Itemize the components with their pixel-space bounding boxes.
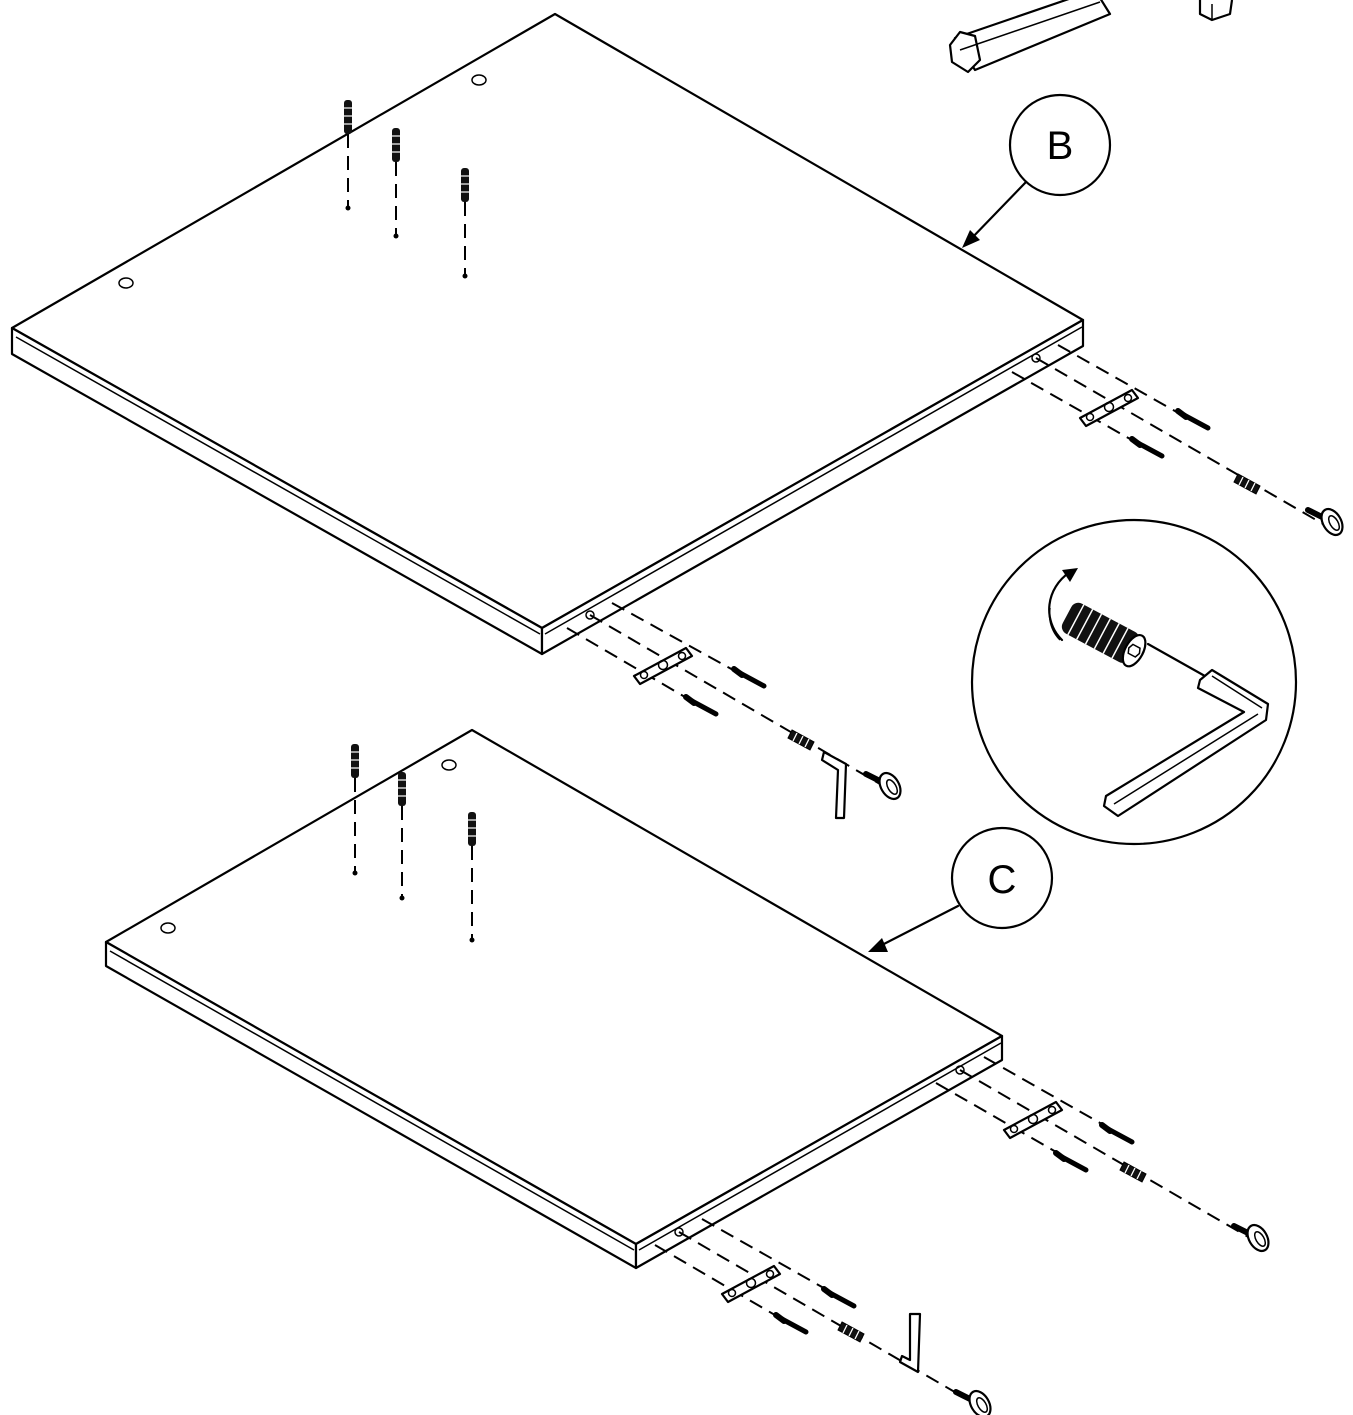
hardware-b-right <box>1011 344 1347 539</box>
hardware-b-front <box>566 602 905 820</box>
callout-b-label: B <box>1047 124 1074 168</box>
callout-c: C <box>868 826 1054 952</box>
hardware-c-front <box>654 1218 995 1415</box>
hardware-c-right <box>935 1056 1273 1255</box>
panel-b <box>10 12 1085 656</box>
cam-lock-detail <box>970 518 1298 846</box>
panel-c <box>104 728 1004 1270</box>
dowels-c <box>350 743 477 943</box>
callout-c-label: C <box>988 858 1017 902</box>
dowels-b <box>343 99 470 279</box>
hex-key-fragment <box>948 0 1234 74</box>
callout-b: B <box>962 93 1112 248</box>
